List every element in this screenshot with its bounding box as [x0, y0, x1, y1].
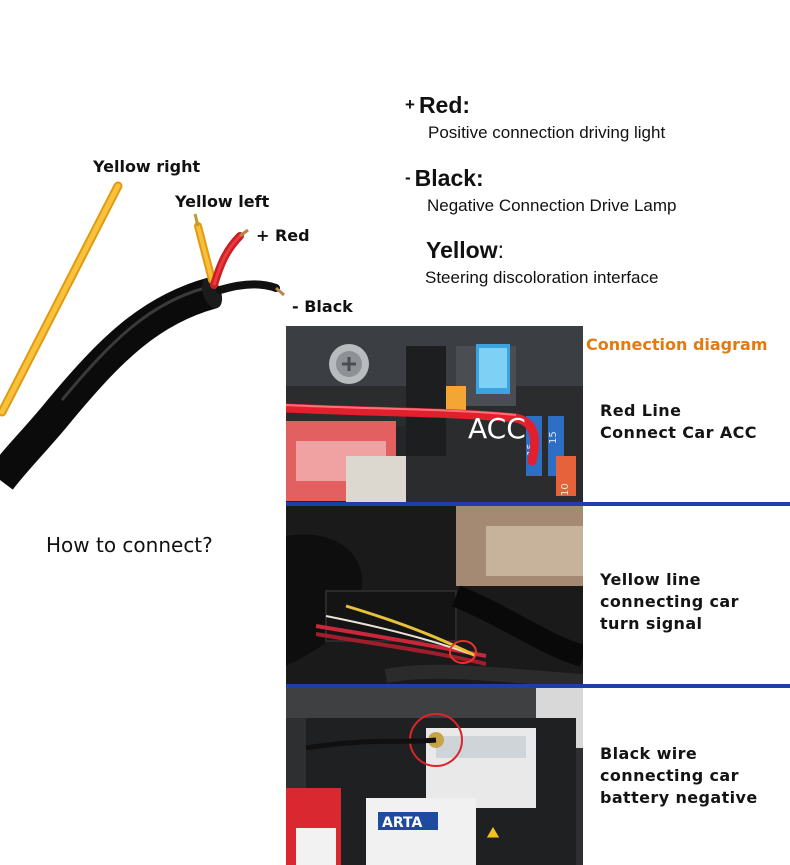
label-yellow-right: Yellow right [93, 157, 201, 176]
step-1-line-1: Red Line [600, 401, 682, 420]
fuse-label-3: 10 [560, 483, 571, 496]
legend-red-sign: + [405, 95, 415, 114]
label-black: - Black [292, 297, 353, 316]
legend-yellow-description: Steering discoloration interface [425, 268, 659, 287]
step-2-line-3: turn signal [600, 614, 703, 633]
red-wire [210, 232, 244, 289]
legend-red-description: Positive connection driving light [428, 123, 666, 142]
connection-diagram-panel: Connection diagram 15 15 10 ACC [286, 326, 790, 865]
legend-black-description: Negative Connection Drive Lamp [427, 196, 677, 215]
step-yellow-line-text: Yellow line connecting car turn signal [600, 569, 739, 635]
black-cable [0, 277, 217, 490]
label-red: + Red [256, 226, 310, 245]
connection-diagram-title: Connection diagram [586, 335, 768, 354]
step-3-line-2: connecting car [600, 766, 739, 785]
acc-label: ACC [468, 412, 526, 445]
legend-black-title: -Black: [405, 165, 484, 192]
legend-yellow-title: Yellow: [426, 237, 504, 264]
cable-illustration [0, 181, 285, 490]
fuse-label-2: 15 [548, 431, 559, 444]
step-1-line-2: Connect Car ACC [600, 423, 757, 442]
step-3-line-3: battery negative [600, 788, 758, 807]
legend-yellow-colon: : [497, 237, 504, 263]
battery-brand-text: ARTA [382, 815, 422, 831]
how-to-connect-text: How to connect? [46, 533, 213, 557]
legend-yellow-heading: Yellow [426, 237, 498, 263]
legend-black-sign: - [405, 168, 411, 187]
photo-fuse-box: 15 15 10 ACC [286, 326, 583, 502]
red-line-wire [286, 403, 540, 466]
photo-turn-signal [286, 506, 583, 684]
yellow-line-wire [345, 604, 477, 658]
legend-red-heading: Red: [418, 92, 471, 118]
legend-red-title: +Red: [405, 92, 470, 119]
photo-battery: ARTA [286, 688, 583, 865]
divider-2 [286, 684, 790, 688]
step-black-wire-text: Black wire connecting car battery negati… [600, 743, 758, 809]
step-2-line-2: connecting car [600, 592, 739, 611]
step-3-line-1: Black wire [600, 744, 698, 763]
divider-1 [286, 502, 790, 506]
step-2-line-1: Yellow line [600, 570, 701, 589]
step-red-line-text: Red Line Connect Car ACC [600, 400, 757, 444]
legend-black-heading: Black: [414, 165, 484, 191]
label-yellow-left: Yellow left [175, 192, 270, 211]
black-wire [216, 280, 280, 294]
turn-signal-highlight [449, 640, 477, 664]
